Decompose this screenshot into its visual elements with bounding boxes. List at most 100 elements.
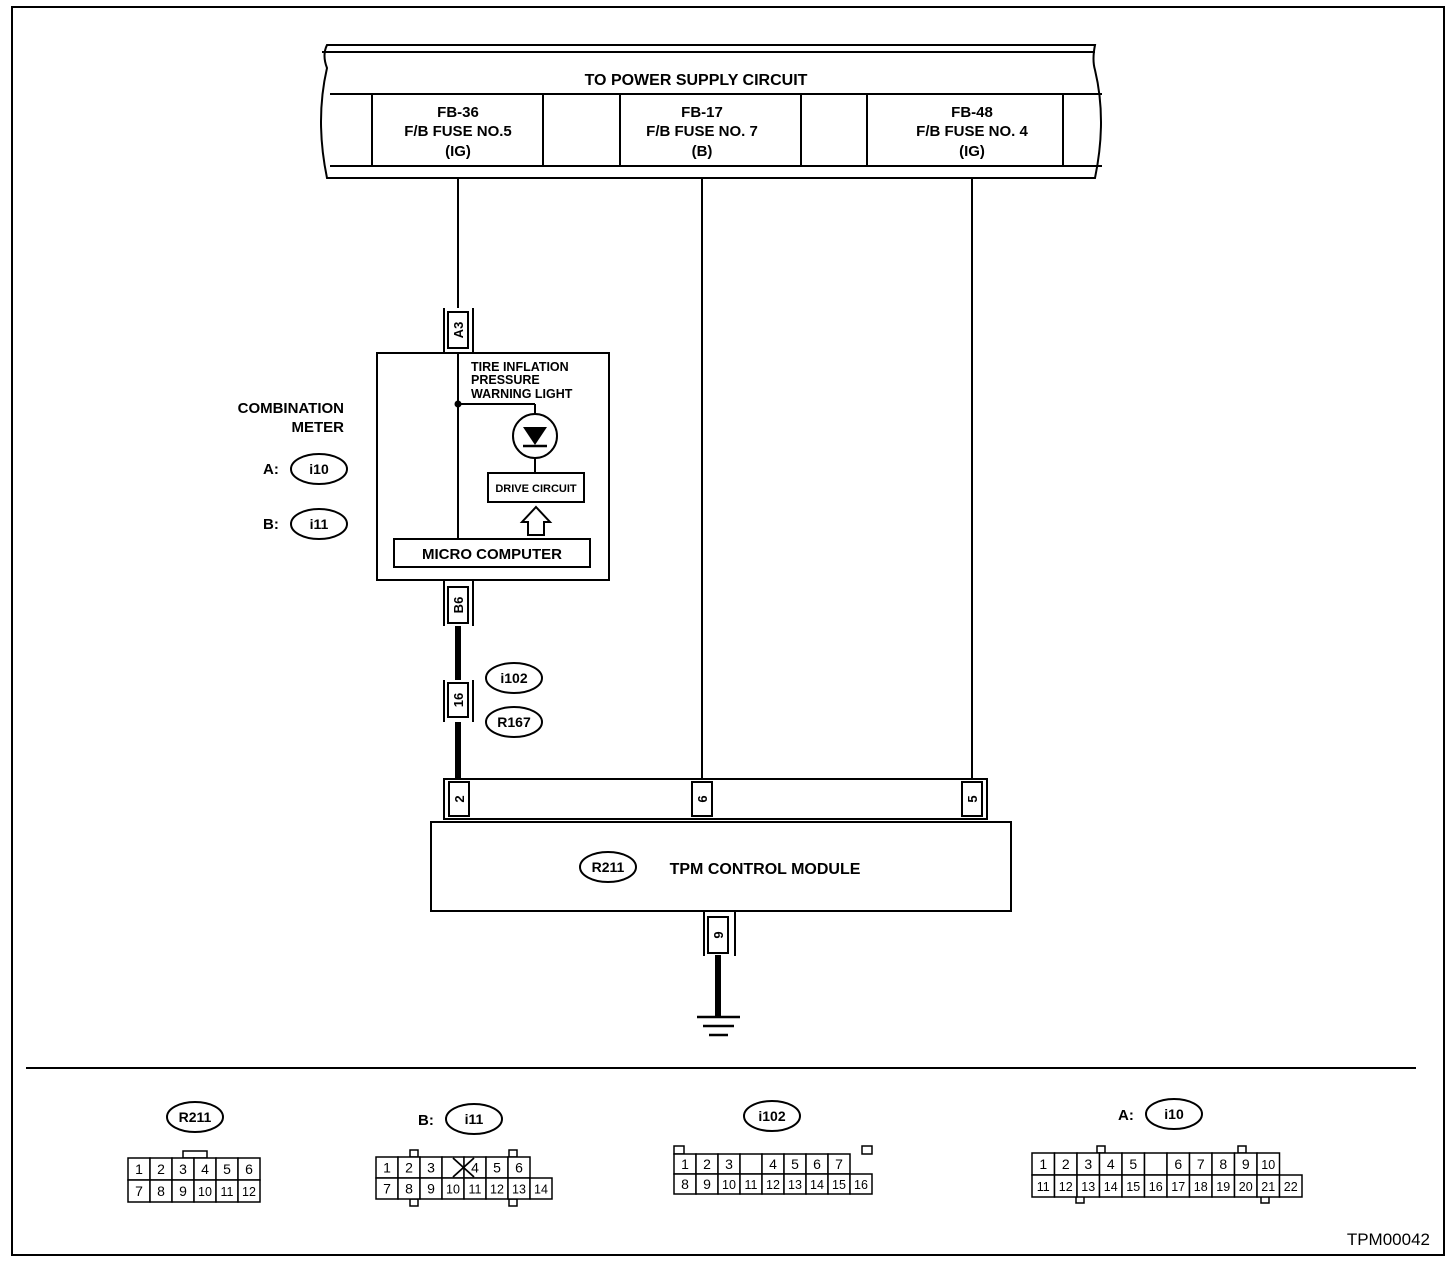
pin-number: 4	[201, 1161, 209, 1177]
up-arrow-icon	[519, 505, 553, 536]
pin-number: 8	[681, 1176, 689, 1192]
pin-number: 11	[221, 1185, 234, 1199]
pin-number: 10	[1261, 1158, 1275, 1172]
module-box	[430, 821, 1012, 912]
pin-number: 15	[832, 1178, 846, 1192]
module-pin-5	[961, 781, 983, 817]
module-title: TPM CONTROL MODULE	[670, 861, 861, 878]
pin-number: 4	[769, 1156, 777, 1172]
i11-view-label: i11	[465, 1111, 484, 1127]
svg-text:2: 2	[452, 795, 467, 802]
pin-number: 5	[791, 1156, 799, 1172]
pin-number: 2	[1062, 1156, 1070, 1172]
pin-number: 1	[135, 1161, 143, 1177]
fuse-2-type: (B)	[692, 143, 713, 160]
connector-a-prefix: A:	[263, 461, 279, 478]
pin-number: 5	[223, 1161, 231, 1177]
led-icon	[512, 413, 558, 459]
svg-text:5: 5	[965, 795, 980, 802]
connector-b-badge	[290, 508, 348, 540]
connector-b-prefix: B:	[263, 516, 279, 533]
combination-meter-title-2: METER	[292, 419, 345, 436]
drive-circuit-label: DRIVE CIRCUIT	[495, 483, 577, 495]
pin-number: 15	[1126, 1180, 1140, 1194]
pin-number: 4	[1107, 1156, 1115, 1172]
pin-number: 1	[681, 1156, 689, 1172]
pin-cell	[1143, 1152, 1168, 1176]
pin-cell	[1278, 1174, 1303, 1198]
pin-number: 16	[854, 1178, 868, 1192]
pin-cell	[441, 1156, 465, 1179]
pin-number: 6	[813, 1156, 821, 1172]
pin-number: 18	[1194, 1180, 1208, 1194]
r167-label: R167	[497, 714, 531, 730]
connector-a-badge	[290, 453, 348, 485]
pin-number: 12	[242, 1185, 256, 1199]
connector-b-label: i11	[310, 516, 329, 532]
pin-number: 22	[1284, 1180, 1298, 1194]
r211-view-badge	[166, 1101, 224, 1133]
pin-number: 21	[1261, 1180, 1275, 1194]
i102-view-badge	[743, 1100, 801, 1132]
module-pin-6	[691, 781, 713, 817]
i10-view-badge	[1145, 1098, 1203, 1130]
pin-number: 14	[810, 1178, 824, 1192]
pin-b6: B6	[443, 581, 474, 626]
pin-number: 3	[427, 1160, 435, 1176]
pin-number: 13	[1081, 1180, 1095, 1194]
connector-a-label: i10	[309, 461, 329, 477]
pin-number: 12	[1059, 1180, 1073, 1194]
pin-number: 4	[471, 1160, 479, 1176]
meter-box	[376, 352, 610, 581]
fuse-2-id: FB-17	[681, 104, 723, 121]
pin-number: 1	[383, 1160, 391, 1176]
pin-number: 12	[766, 1178, 780, 1192]
junction-connector: 16 i102 R167	[443, 662, 543, 738]
pin-number: 10	[198, 1185, 212, 1199]
r211-badge	[579, 851, 637, 883]
pin-number: 7	[135, 1183, 143, 1199]
svg-text:6: 6	[695, 795, 710, 802]
pin-number: 2	[157, 1161, 165, 1177]
pin-number: 19	[1216, 1180, 1230, 1194]
pin-number: 10	[446, 1183, 460, 1197]
pin-number: 8	[1219, 1156, 1227, 1172]
fuse-1-type: (IG)	[445, 143, 471, 160]
pin-number: 10	[722, 1178, 736, 1192]
pin-number: 11	[469, 1183, 482, 1197]
pin-number: 5	[493, 1160, 501, 1176]
pin-number: 9	[427, 1181, 435, 1197]
i102-badge	[485, 662, 543, 694]
ground-icon	[697, 1015, 740, 1037]
r211-view-label: R211	[179, 1109, 212, 1125]
pin-number: 13	[512, 1183, 526, 1197]
pin-number: 8	[405, 1181, 413, 1197]
pin-cell	[529, 1177, 553, 1200]
pin-number: 6	[245, 1161, 253, 1177]
pin-number: 16	[1149, 1180, 1163, 1194]
pin-number: 2	[703, 1156, 711, 1172]
warning-light-label-3: WARNING LIGHT	[471, 387, 573, 401]
pin-number: 2	[405, 1160, 413, 1176]
i102-view-label: i102	[758, 1108, 785, 1124]
i11-view-badge	[445, 1103, 503, 1135]
i11-view-prefix: B:	[418, 1112, 434, 1129]
pin-number: 11	[1037, 1180, 1050, 1194]
drive-circuit-box	[487, 472, 585, 503]
pin-cell	[237, 1179, 261, 1203]
power-supply-title: TO POWER SUPPLY CIRCUIT	[585, 72, 808, 89]
svg-text:B6: B6	[451, 597, 466, 614]
pin-number: 6	[1174, 1156, 1182, 1172]
warning-light-label-1: TIRE INFLATION	[471, 360, 569, 374]
pin-number: 8	[157, 1183, 165, 1199]
fuse-1-label: F/B FUSE NO.5	[404, 123, 512, 140]
pin-number: 9	[179, 1183, 187, 1199]
fuse-3-label: F/B FUSE NO. 4	[916, 123, 1028, 140]
pin-number: 1	[1039, 1156, 1047, 1172]
warning-light-label-2: PRESSURE	[471, 373, 540, 387]
combination-meter-title-1: COMBINATION	[238, 400, 344, 417]
